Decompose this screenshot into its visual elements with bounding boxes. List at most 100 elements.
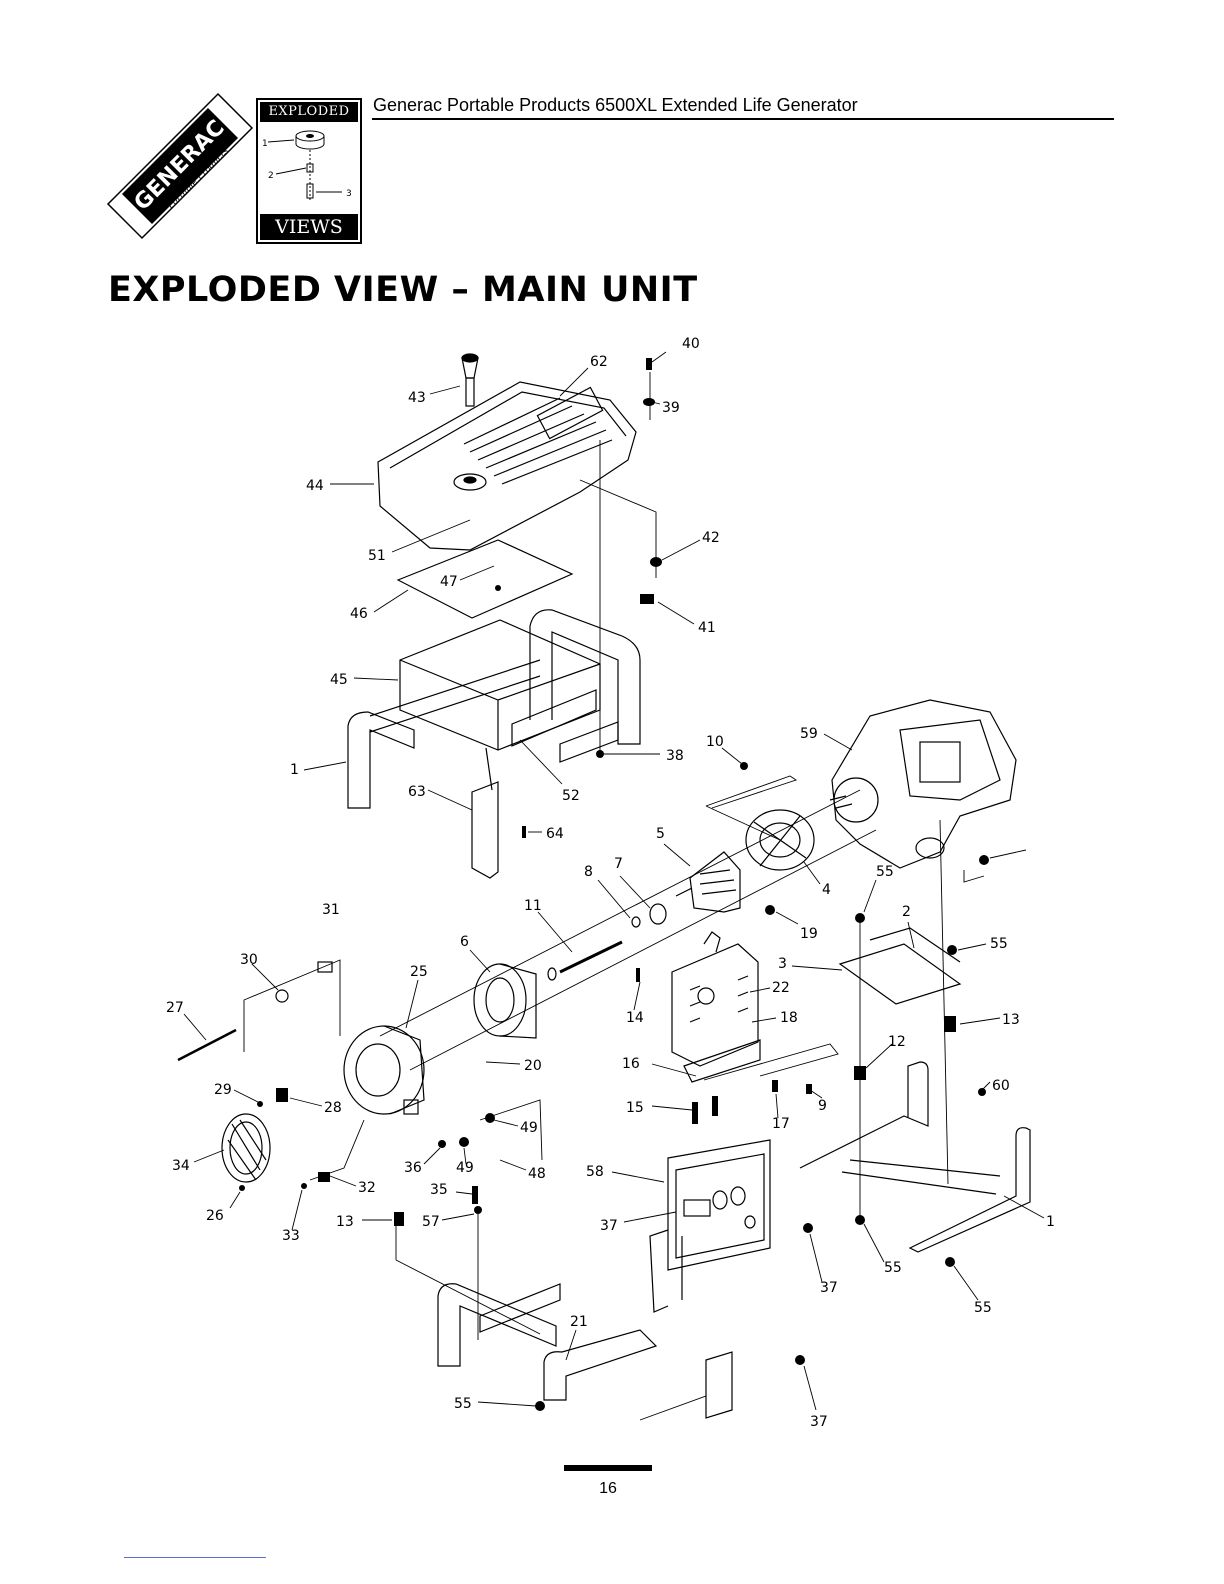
callout-label: 47	[440, 574, 458, 590]
rear-bearing-carrier	[343, 1025, 425, 1115]
end-cover	[221, 1113, 271, 1183]
badge-callout: 3	[346, 189, 352, 199]
bearing-7	[649, 903, 667, 925]
tank-plate	[396, 539, 574, 619]
bottom-bracket	[705, 1351, 733, 1419]
callout-label: 35	[430, 1182, 448, 1198]
callout-label: 13	[1002, 1012, 1020, 1028]
generac-logo: GENERAC Portable Products	[100, 86, 260, 246]
lower-left-frame	[437, 1283, 658, 1401]
callout-label: 44	[306, 478, 324, 494]
callout-label: 5	[656, 826, 665, 842]
muffler	[671, 931, 761, 1083]
callout-label: 13	[336, 1214, 354, 1230]
callout-label: 17	[772, 1116, 790, 1132]
callout-label: 9	[818, 1098, 827, 1114]
cradle-bars	[838, 927, 962, 1005]
callout-label: 31	[322, 902, 340, 918]
upper-frame	[347, 609, 641, 809]
callout-label: 30	[240, 952, 258, 968]
exploded-views-badge: EXPLODED 1 2 3 VIEWS	[256, 98, 362, 244]
callout-label: 58	[586, 1164, 604, 1180]
callout-label: 41	[698, 620, 716, 636]
callout-label: 39	[662, 400, 680, 416]
callout-label: 2	[902, 904, 911, 920]
washer-8	[631, 916, 641, 928]
callout-label: 25	[410, 964, 428, 980]
callout-label: 33	[282, 1228, 300, 1244]
badge-callout: 1	[262, 139, 268, 149]
stator	[473, 963, 537, 1039]
callout-label: 10	[706, 734, 724, 750]
callout-label: 3	[778, 956, 787, 972]
callout-label: 19	[800, 926, 818, 942]
callout-label: 59	[800, 726, 818, 742]
fuel-gauge	[461, 353, 479, 407]
header-rule	[372, 118, 1114, 120]
callout-label: 55	[974, 1300, 992, 1316]
callout-label: 34	[172, 1158, 190, 1174]
callout-label: 57	[422, 1214, 440, 1230]
callout-label: 8	[584, 864, 593, 880]
callout-label: 49	[520, 1120, 538, 1136]
grommet-30	[275, 989, 289, 1003]
callout-label: 49	[456, 1160, 474, 1176]
badge-callout: 2	[268, 171, 274, 181]
callout-label: 1	[1046, 1214, 1055, 1230]
callout-label: 48	[528, 1166, 546, 1182]
bracket-31	[317, 961, 333, 973]
callout-label: 55	[884, 1260, 902, 1276]
badge-bottom-label: VIEWS	[260, 214, 358, 240]
exploded-view-diagram: 40 62 43 39 44 42 51 47 46 41 45 1 38 10…	[166, 336, 1055, 1430]
callout-label: 62	[590, 354, 608, 370]
callout-label: 22	[772, 980, 790, 996]
callout-label: 64	[546, 826, 564, 842]
callout-label: 60	[992, 1078, 1010, 1094]
callout-label: 36	[404, 1160, 422, 1176]
callout-label: 32	[358, 1180, 376, 1196]
callout-label: 12	[888, 1034, 906, 1050]
callout-label: 55	[454, 1396, 472, 1412]
callout-label: 51	[368, 548, 386, 564]
callout-label: 4	[822, 882, 831, 898]
bracket-63	[471, 747, 499, 879]
callout-label: 21	[570, 1314, 588, 1330]
callout-label: 55	[990, 936, 1008, 952]
callout-label: 37	[600, 1218, 618, 1234]
callout-label: 37	[820, 1280, 838, 1296]
bolt-27	[177, 1028, 237, 1062]
callout-label: 52	[562, 788, 580, 804]
rotor-bolt	[559, 940, 623, 974]
callout-label: 55	[876, 864, 894, 880]
footer-bar	[564, 1465, 652, 1471]
callout-label: 14	[626, 1010, 644, 1026]
callout-label: 28	[324, 1100, 342, 1116]
callout-label: 18	[780, 1010, 798, 1026]
engine	[829, 699, 1017, 869]
callout-label: 20	[524, 1058, 542, 1074]
footnote-rule	[124, 1557, 266, 1558]
callout-label: 46	[350, 606, 368, 622]
callout-label: 40	[682, 336, 700, 352]
callout-label: 6	[460, 934, 469, 950]
callout-label: 1	[290, 762, 299, 778]
callout-label: 63	[408, 784, 426, 800]
callout-label: 42	[702, 530, 720, 546]
callout-label: 27	[166, 1000, 184, 1016]
page-title: EXPLODED VIEW – MAIN UNIT	[108, 270, 698, 310]
callout-label: 37	[810, 1414, 828, 1430]
callout-label: 29	[214, 1082, 232, 1098]
callout-label: 7	[614, 856, 623, 872]
callout-label: 16	[622, 1056, 640, 1072]
page-number: 16	[599, 1480, 617, 1497]
badge-part-icon: 1 2 3	[262, 130, 352, 200]
callout-label: 15	[626, 1100, 644, 1116]
lower-right-frame	[799, 1061, 1031, 1253]
control-panel	[649, 1139, 771, 1313]
callout-label: 43	[408, 390, 426, 406]
callout-label: 11	[524, 898, 542, 914]
badge-top-label: EXPLODED	[260, 102, 358, 122]
callout-label: 26	[206, 1208, 224, 1224]
callout-label: 45	[330, 672, 348, 688]
header-title: Generac Portable Products 6500XL Extende…	[373, 95, 858, 115]
